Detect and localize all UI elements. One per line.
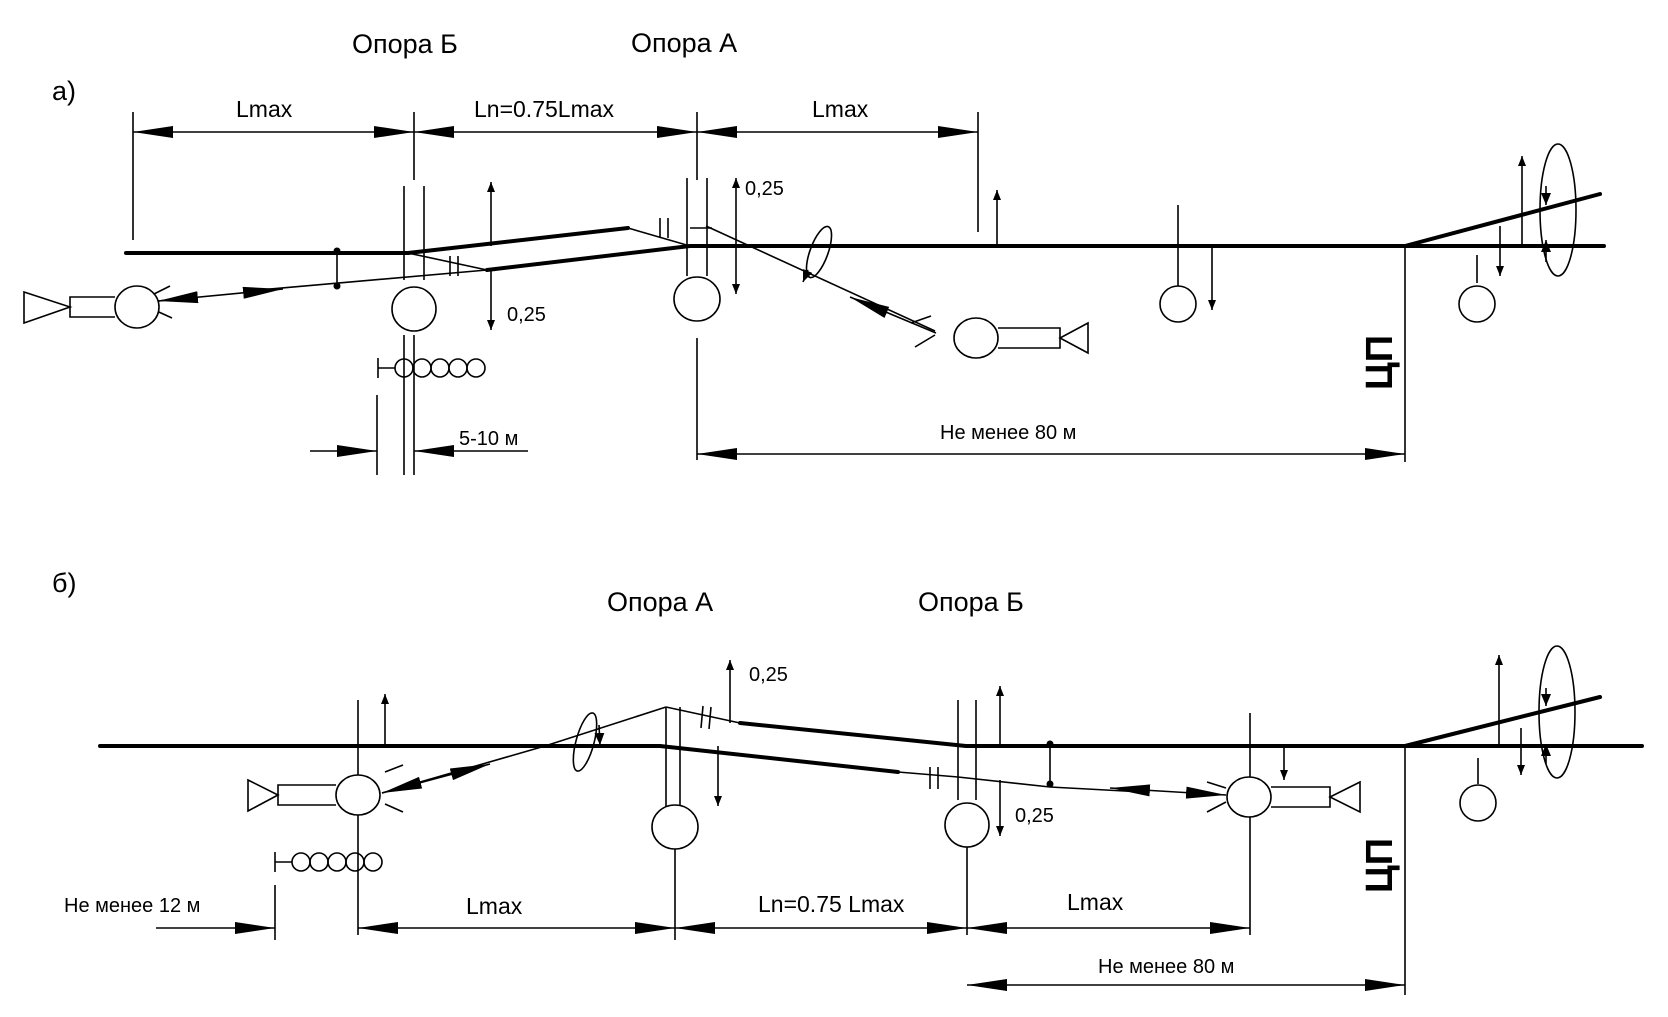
panel-a-offset-bottom: 0,25 <box>507 304 546 326</box>
panel-a-support-b-title: Опора Б <box>352 29 458 59</box>
panel-a-dim-left: Lmax <box>236 96 293 122</box>
panel-b-span-dimensions: Не менее 12 м Lmax Ln=0.75 Lmax Lmax <box>64 885 1250 940</box>
panel-b: б) Опора А Опора Б <box>52 568 1644 995</box>
panel-b-center-marker: ЦП <box>1359 746 1406 995</box>
panel-a-dim-bottom: Не менее 80 м <box>940 422 1076 444</box>
panel-b-anchor-left <box>247 694 389 935</box>
panel-b-offset-top: 0,25 <box>749 664 788 686</box>
panel-b-offset-bottom: 0,25 <box>1015 805 1054 827</box>
panel-a-offset-top: 0,25 <box>745 178 784 200</box>
panel-a-dim-mid: Ln=0.75Lmax <box>474 96 615 122</box>
panel-b-dim-bottom: Не менее 80 м <box>1098 956 1234 978</box>
panel-b-contact-wires <box>98 705 1644 793</box>
panel-a-support-a: 0,25 <box>673 178 784 460</box>
panel-b-bottom-dimension: Не менее 80 м <box>967 956 1405 991</box>
panel-b-signal-head <box>274 852 383 872</box>
panel-a-bottom-dimension: Не менее 80 м <box>697 422 1405 460</box>
panel-a-center-marker: ЦП <box>1359 246 1406 462</box>
panel-b-support-b: 0,25 <box>944 686 1054 935</box>
panel-a-signal-head <box>377 358 486 378</box>
panel-a-support-a-title: Опора А <box>631 28 737 58</box>
panel-b-dim-right: Lmax <box>1067 889 1124 915</box>
panel-a-support-b: 0,25 <box>391 182 546 475</box>
panel-b-center-label: ЦП <box>1359 838 1401 893</box>
panel-a-contact-wires <box>124 218 1606 292</box>
panel-b-support-b-title: Опора Б <box>918 587 1024 617</box>
panel-b-anchor-right <box>1226 713 1361 935</box>
panel-b-label: б) <box>52 568 76 598</box>
panel-a-anchor-right <box>953 190 1089 359</box>
panel-b-support-a: 0,25 <box>651 660 788 940</box>
panel-a-dim-signal: 5-10 м <box>459 428 518 450</box>
panel-a-center-label: ЦП <box>1359 335 1401 390</box>
panel-b-right-junction <box>1403 645 1602 822</box>
panel-b-dim-left: Lmax <box>466 893 523 919</box>
panel-a-span-dimensions: Lmax Ln=0.75Lmax Lmax <box>132 96 979 240</box>
panel-a-label: а) <box>52 76 76 106</box>
panel-b-dim-mid: Ln=0.75 Lmax <box>758 891 905 917</box>
panel-a: а) Опора Б Опора А Lmax Ln=0.75Lmax Lmax <box>23 28 1606 475</box>
panel-b-dim-signal: Не менее 12 м <box>64 895 200 917</box>
panel-a-anchor-left <box>23 285 160 329</box>
panel-a-signal-dimension: 5-10 м <box>310 395 528 475</box>
panel-a-dim-right: Lmax <box>812 96 869 122</box>
panel-a-right-junction <box>1403 143 1602 323</box>
panel-b-support-a-title: Опора А <box>607 587 713 617</box>
panel-a-intermediate-pole <box>1159 205 1216 323</box>
